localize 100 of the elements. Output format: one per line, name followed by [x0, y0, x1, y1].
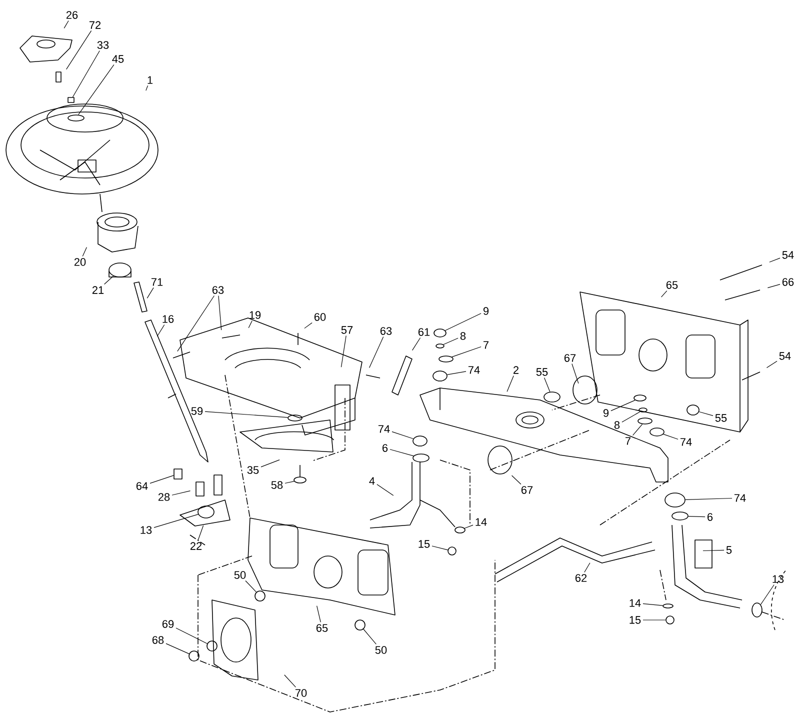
leader-line	[64, 20, 69, 28]
washer	[650, 428, 664, 436]
leader-line	[284, 674, 296, 688]
callout-number: 54	[782, 251, 794, 259]
washer	[752, 602, 762, 618]
leader-line	[154, 514, 198, 528]
callout-number: 13	[772, 575, 784, 583]
callout-number: 50	[234, 571, 246, 579]
washer	[412, 436, 428, 446]
bolt-head	[174, 468, 182, 480]
callout-number: 64	[136, 482, 148, 490]
callout-number: 54	[779, 352, 791, 360]
leader-line	[390, 449, 414, 456]
callout-number: 60	[314, 313, 326, 321]
washer	[188, 650, 200, 662]
leader-line	[572, 363, 579, 384]
washer	[672, 512, 688, 520]
callout-number: 33	[97, 41, 109, 49]
leader-line	[642, 603, 664, 606]
leader-line	[766, 360, 778, 368]
leader-line	[166, 643, 190, 654]
callout-number: 62	[575, 574, 587, 582]
callout-number: 14	[476, 518, 487, 526]
callout-number: 66	[782, 278, 794, 286]
leader-line	[702, 550, 724, 552]
washer	[544, 392, 560, 402]
washer	[412, 454, 430, 462]
leader-line	[284, 480, 294, 484]
callout-number: 50	[375, 646, 387, 654]
callout-number: 15	[630, 616, 641, 624]
washer	[634, 394, 646, 402]
callout-number: 9	[603, 409, 609, 417]
washer	[354, 620, 366, 630]
callout-number: 7	[484, 341, 488, 349]
callout-number: 4	[369, 477, 375, 485]
washer	[438, 356, 454, 362]
callout-number: 21	[92, 286, 104, 294]
leader-line	[248, 320, 252, 328]
washer	[432, 370, 448, 382]
washer	[638, 408, 648, 412]
callout-number: 1	[148, 76, 153, 84]
leader-line	[316, 605, 321, 623]
callout-number: 74	[378, 425, 390, 433]
callout-number: 14	[630, 599, 641, 607]
leader-line	[688, 516, 706, 518]
callout-number: 61	[418, 328, 430, 336]
leader-line	[363, 628, 376, 645]
leader-line	[432, 546, 448, 550]
leader-line	[698, 411, 714, 416]
leader-line	[260, 460, 280, 468]
callout-number: 59	[191, 407, 203, 415]
callout-number: 22	[190, 542, 202, 550]
callout-number: 6	[708, 513, 713, 521]
washer	[434, 328, 446, 338]
leader-line	[66, 30, 92, 70]
washer	[294, 476, 306, 484]
washer	[108, 262, 132, 278]
washer	[454, 526, 466, 534]
leader-line	[72, 50, 100, 98]
leader-line	[412, 337, 421, 351]
leader-line	[506, 375, 514, 392]
washer	[254, 590, 266, 602]
leader-line	[146, 85, 148, 91]
washer	[666, 616, 674, 624]
callout-number: 63	[380, 327, 392, 335]
leader-line	[769, 258, 780, 262]
leader-line	[82, 246, 87, 257]
leader-line	[104, 276, 114, 285]
callout-number: 74	[680, 438, 692, 446]
callout-number: 74	[468, 366, 480, 374]
leader-line	[446, 371, 466, 376]
washer	[448, 546, 456, 556]
washer	[206, 640, 218, 652]
callout-number: 63	[212, 286, 224, 294]
callout-number: 26	[66, 11, 78, 19]
leader-line	[176, 628, 208, 644]
callout-number: 35	[247, 466, 259, 474]
callout-number: 5	[726, 546, 732, 554]
callout-number: 71	[151, 278, 163, 286]
washer	[686, 404, 700, 416]
leader-line	[632, 424, 643, 436]
leader-line	[464, 524, 474, 529]
callout-number: 16	[162, 315, 174, 323]
callout-number: 58	[271, 481, 283, 489]
leader-line	[544, 377, 550, 392]
leader-line	[663, 434, 678, 440]
leader-line	[760, 584, 774, 605]
washer	[288, 414, 302, 422]
leader-line	[376, 484, 394, 496]
leader-line	[452, 346, 482, 358]
leader-line	[146, 287, 154, 298]
callout-number: 13	[140, 526, 152, 534]
washer	[436, 344, 444, 348]
leader-line	[177, 295, 214, 352]
leader-line	[204, 411, 288, 418]
callout-number: 7	[626, 437, 630, 445]
washer	[664, 492, 686, 508]
callout-number: 69	[162, 620, 174, 628]
washer	[68, 114, 84, 122]
callout-number: 8	[614, 421, 620, 429]
